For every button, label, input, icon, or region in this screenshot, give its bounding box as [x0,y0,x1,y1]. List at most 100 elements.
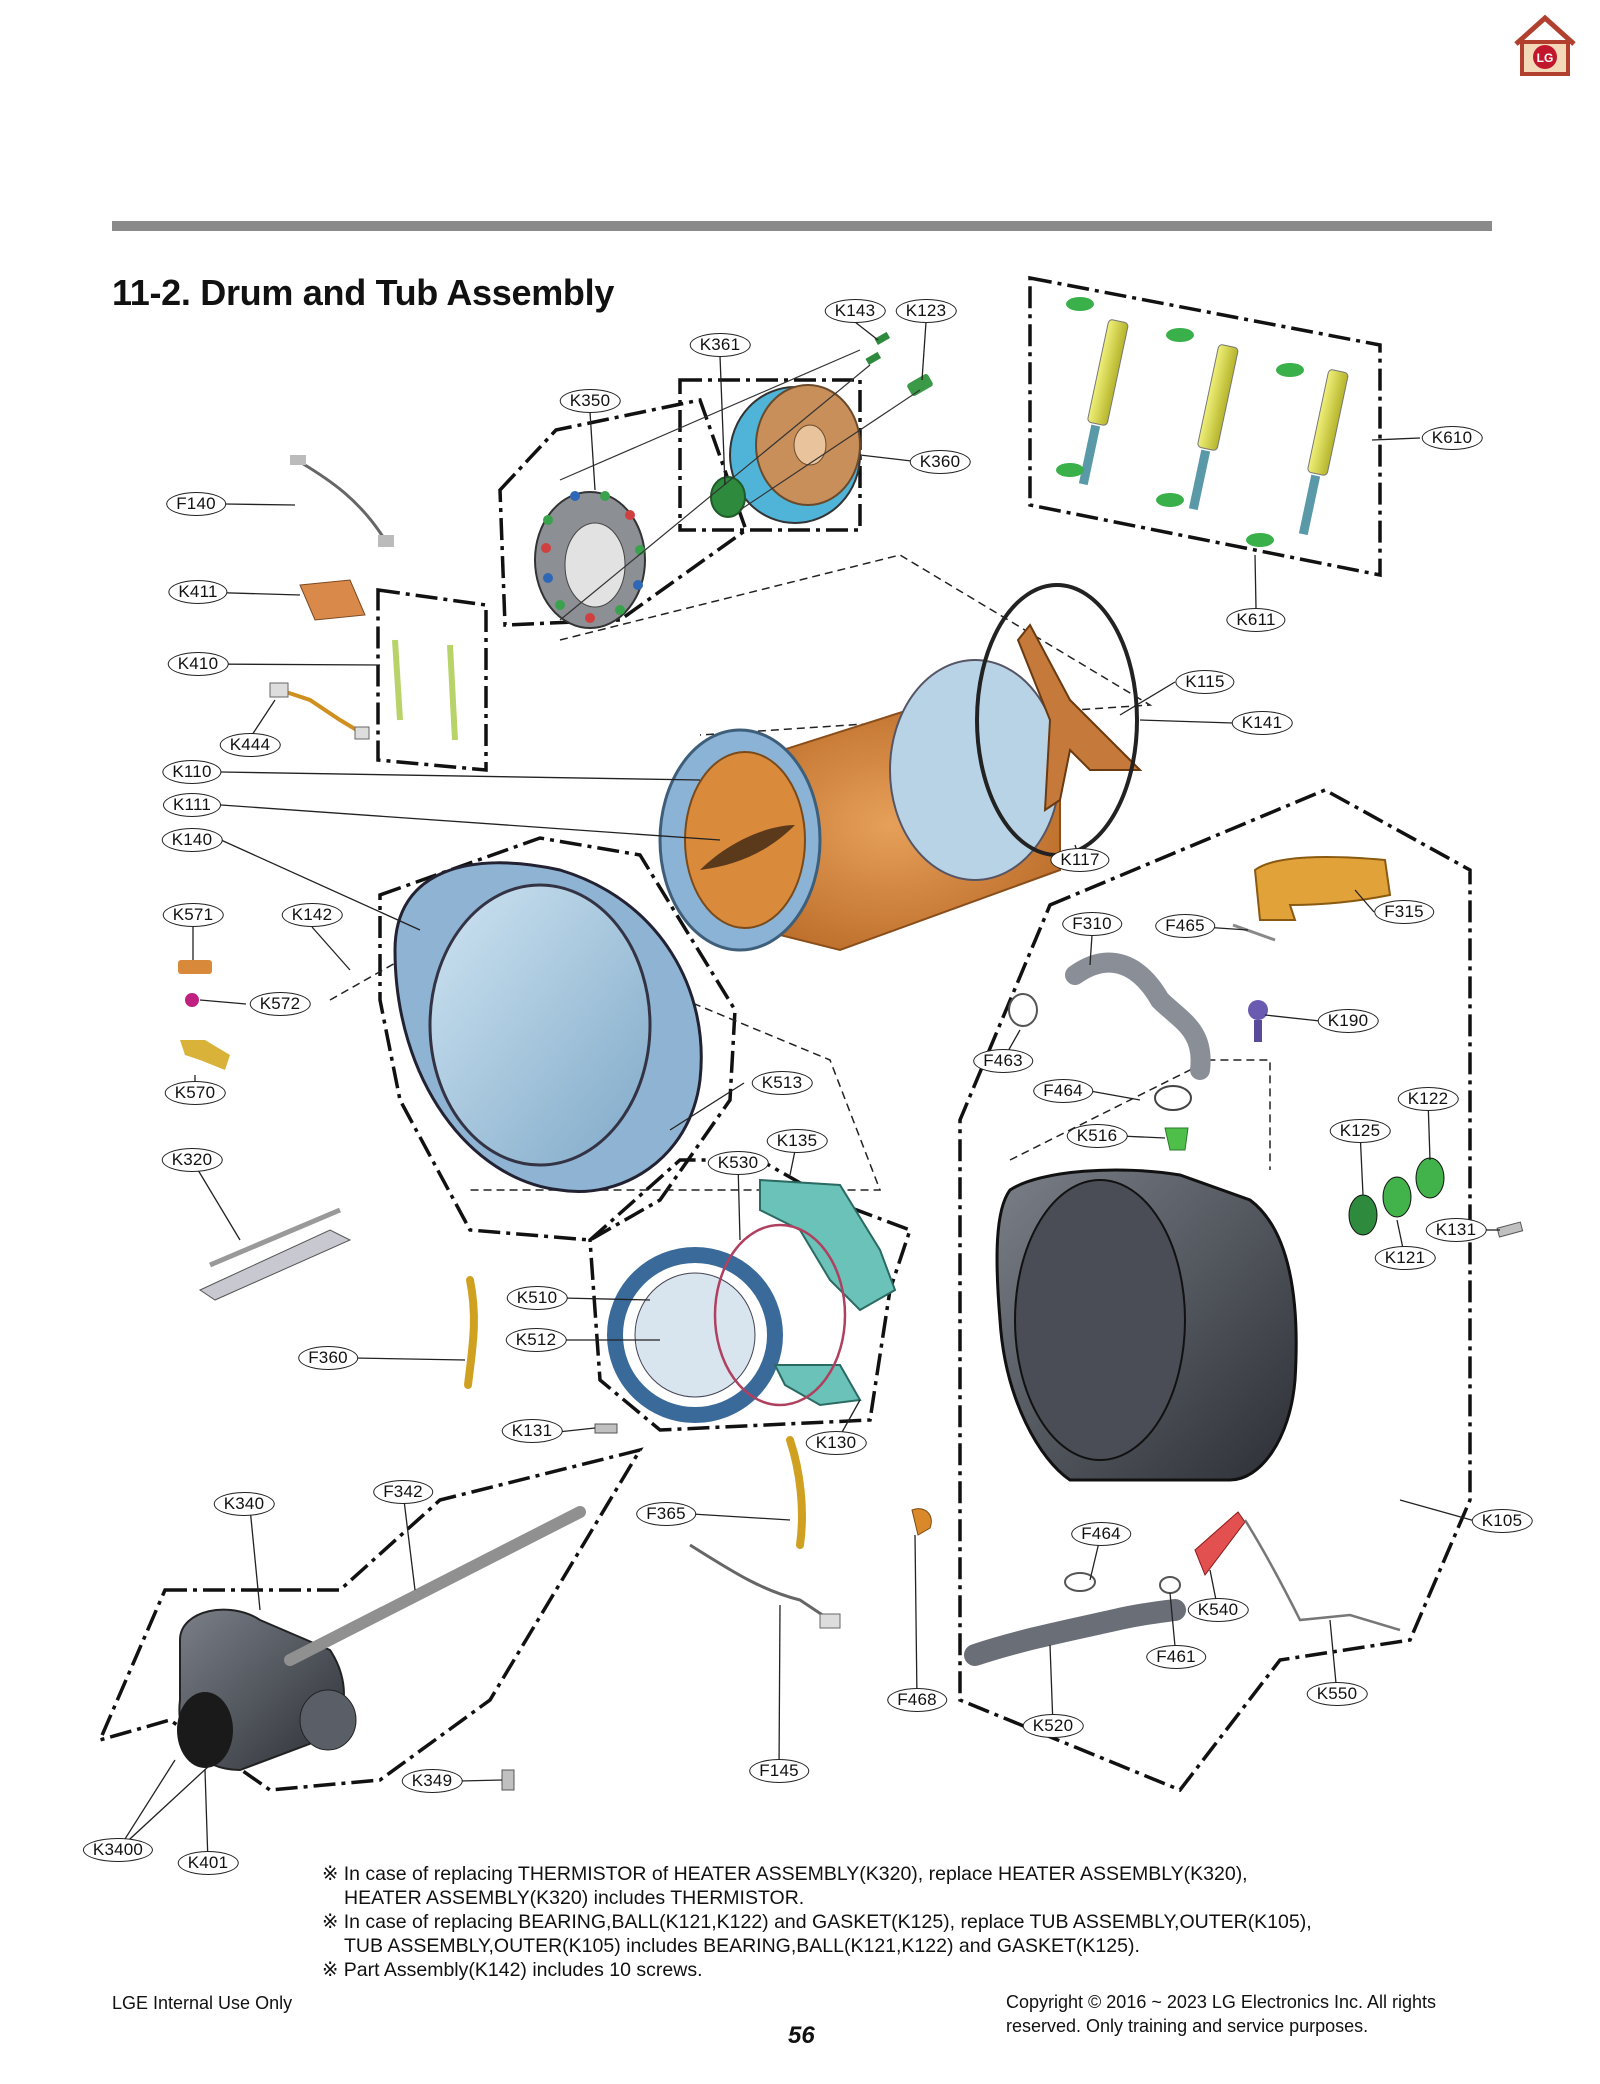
hose-f310[interactable] [1065,952,1211,1080]
label-f310[interactable]: F310 [1062,912,1122,936]
heater-k320[interactable] [198,1207,352,1301]
label-k105[interactable]: K105 [1471,1509,1533,1533]
label-k142[interactable]: K142 [281,903,343,927]
front-tub-group-outline [378,836,737,1242]
rotor-part[interactable] [729,384,861,524]
label-k121[interactable]: K121 [1374,1246,1436,1270]
label-k135[interactable]: K135 [766,1129,828,1153]
label-k401[interactable]: K401 [177,1851,239,1875]
lg-home-logo[interactable]: LG [1512,14,1578,78]
label-k131-right[interactable]: K131 [1425,1218,1487,1242]
small-parts-left[interactable] [178,960,230,1070]
label-k444[interactable]: K444 [219,733,281,757]
label-k141[interactable]: K141 [1231,711,1293,735]
label-f342[interactable]: F342 [373,1480,433,1504]
cap-k516[interactable] [1164,1127,1189,1151]
label-k610[interactable]: K610 [1421,426,1483,450]
screw-k349[interactable] [501,1769,515,1791]
label-k3400[interactable]: K3400 [82,1838,154,1862]
label-f365[interactable]: F365 [636,1502,696,1526]
label-f463[interactable]: F463 [973,1049,1033,1073]
wire-harness-f145[interactable] [689,1543,841,1629]
label-k361[interactable]: K361 [689,333,751,357]
label-k410[interactable]: K410 [167,652,229,676]
label-k540[interactable]: K540 [1187,1598,1249,1622]
sensor-k550[interactable] [1243,1519,1401,1632]
label-f315[interactable]: F315 [1374,900,1434,924]
label-k411[interactable]: K411 [168,580,228,604]
pump-part[interactable] [177,1506,586,1772]
door-frame-part[interactable] [607,1247,783,1423]
clamp-f464-top[interactable] [1154,1085,1192,1111]
label-k520[interactable]: K520 [1022,1714,1084,1738]
label-k349[interactable]: K349 [401,1769,463,1793]
group-outlines [96,275,1472,1793]
shock-absorbers[interactable] [1056,297,1349,547]
bracket-k411[interactable] [299,579,366,621]
label-f145[interactable]: F145 [749,1759,809,1783]
sensor-k444[interactable] [269,682,370,740]
ring-k530[interactable] [713,1223,847,1407]
label-k140[interactable]: K140 [161,828,223,852]
rotor-hub-part[interactable] [710,476,746,518]
bolt-part[interactable] [865,331,933,397]
clamp-f461[interactable] [1159,1576,1181,1594]
damper-k540[interactable] [1194,1511,1246,1577]
label-k143[interactable]: K143 [824,299,886,323]
label-k360[interactable]: K360 [909,450,971,474]
label-k117[interactable]: K117 [1050,848,1110,872]
label-f464-bottom[interactable]: F464 [1071,1522,1131,1546]
hose-f360[interactable] [464,1276,478,1389]
label-k131-left[interactable]: K131 [501,1419,563,1443]
label-f465[interactable]: F465 [1155,914,1215,938]
label-k611[interactable]: K611 [1226,608,1286,632]
springs-k410[interactable] [392,639,458,741]
bearings-k121-k122-k125[interactable] [1348,1157,1445,1236]
label-k513[interactable]: K513 [751,1071,813,1095]
hub-gear [710,476,746,518]
label-k130[interactable]: K130 [805,1431,867,1455]
label-k516[interactable]: K516 [1066,1124,1128,1148]
valve-k190[interactable] [1248,1000,1268,1042]
label-k570[interactable]: K570 [164,1081,226,1105]
label-k125[interactable]: K125 [1329,1119,1391,1143]
sensor-f468[interactable] [911,1508,932,1536]
screw-k131-left[interactable] [594,1423,618,1434]
label-f140[interactable]: F140 [166,492,226,516]
label-f461[interactable]: F461 [1146,1645,1206,1669]
label-f464-top[interactable]: F464 [1033,1079,1093,1103]
note-line-2: HEATER ASSEMBLY(K320) includes THERMISTO… [344,1887,805,1909]
label-k111[interactable]: K111 [163,793,221,817]
label-k512[interactable]: K512 [505,1328,567,1352]
label-f360[interactable]: F360 [298,1346,358,1370]
hose-f365[interactable] [786,1436,806,1549]
drum-part[interactable] [658,659,1061,952]
label-k510[interactable]: K510 [506,1286,568,1310]
home-roof-icon [1514,14,1576,46]
label-k572[interactable]: K572 [249,992,311,1016]
wire-harness-f140[interactable] [290,455,394,547]
label-k530[interactable]: K530 [707,1151,769,1175]
clamp-f463[interactable] [1008,993,1038,1027]
stator-part[interactable] [534,491,646,629]
label-k122[interactable]: K122 [1397,1087,1459,1111]
clamp-f464-bottom[interactable] [1064,1572,1096,1592]
label-k110[interactable]: K110 [162,760,222,784]
clamp-k135[interactable] [759,1178,897,1407]
label-k340[interactable]: K340 [213,1492,275,1516]
label-k550[interactable]: K550 [1306,1682,1368,1706]
drain-hose-k520[interactable] [964,1599,1186,1666]
outer-tub-part[interactable] [995,1168,1298,1482]
label-f468[interactable]: F468 [887,1688,947,1712]
label-k350[interactable]: K350 [559,389,621,413]
label-k190[interactable]: K190 [1317,1009,1379,1033]
spider-k141[interactable] [1016,623,1143,812]
label-k115[interactable]: K115 [1175,670,1235,694]
label-k571[interactable]: K571 [162,903,224,927]
label-k123[interactable]: K123 [895,299,957,323]
screw-k131-right[interactable] [1496,1221,1524,1238]
bellows-f315[interactable] [1253,856,1392,921]
clip-f465[interactable] [1232,923,1276,942]
label-k320[interactable]: K320 [161,1148,223,1172]
front-tub-part[interactable] [393,861,703,1193]
